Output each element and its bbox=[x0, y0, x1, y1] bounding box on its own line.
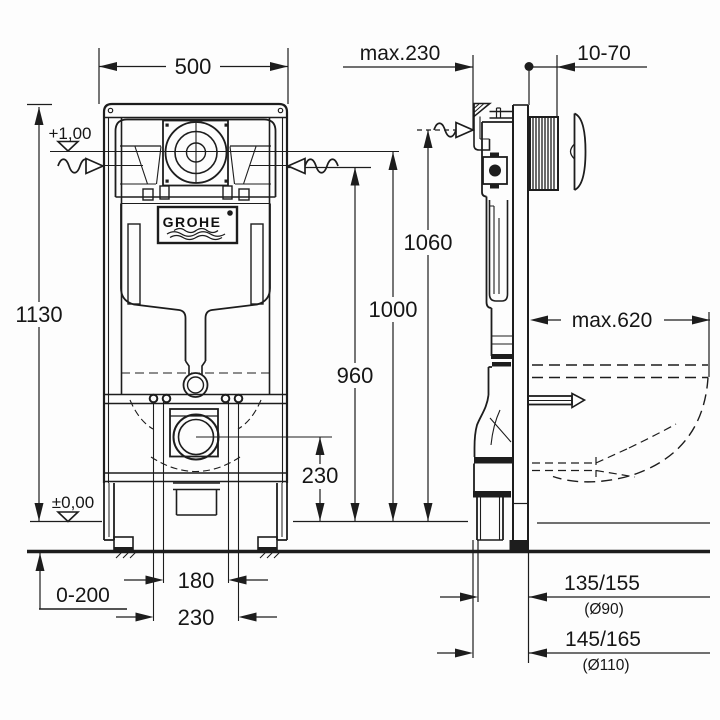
dimensions-side: max.230 10-70 max.620 135/155 (Ø90) 145/… bbox=[343, 42, 710, 674]
dashed-toilet-bowl bbox=[532, 364, 709, 483]
level-symbol-top bbox=[55, 140, 81, 153]
fixing-bolt bbox=[233, 393, 244, 404]
dim-fixing-outer: 230 bbox=[178, 605, 215, 630]
water-supply-arrows bbox=[57, 157, 339, 175]
dim-fixing-inner: 180 bbox=[178, 568, 215, 593]
supply-arrow-icon bbox=[285, 157, 306, 175]
bolt-extension-lines bbox=[152, 402, 240, 621]
dim-plate-distance: 10-70 bbox=[577, 42, 631, 65]
frame-crossbar bbox=[104, 393, 287, 405]
supply-arrow-icon bbox=[85, 157, 106, 175]
frame-screw-left bbox=[107, 107, 114, 114]
outlet-sleeve bbox=[173, 482, 220, 516]
fixing-bolt bbox=[148, 393, 159, 404]
outlet-pipe bbox=[476, 497, 504, 540]
tank-slot-right bbox=[250, 223, 264, 305]
logo-wave-icon bbox=[173, 227, 219, 234]
frame-leg-left bbox=[103, 483, 115, 541]
actuator-plate bbox=[573, 112, 587, 191]
tank-outline bbox=[114, 118, 277, 197]
dim-top-height: 1060 bbox=[404, 230, 453, 255]
dim-width: 500 bbox=[175, 54, 212, 79]
flush-opening-ribs bbox=[532, 117, 555, 190]
supply-arrow-icon bbox=[455, 121, 476, 139]
tank-body-right bbox=[204, 203, 271, 361]
upper-level-label: +1,00 bbox=[48, 124, 91, 143]
outlet-bend bbox=[473, 366, 492, 457]
seal-ring bbox=[474, 457, 513, 464]
supply-squiggle-icon bbox=[433, 122, 457, 138]
cistern-profile bbox=[481, 121, 513, 356]
dim-outlet-height: 230 bbox=[302, 463, 339, 488]
ground-hatch bbox=[115, 551, 281, 559]
bowl-hint-dashes bbox=[129, 399, 262, 472]
dimensions-front: 500 1130 0-200 960 1000 1060 230 bbox=[11, 48, 457, 630]
dim-level-height: 1000 bbox=[369, 297, 418, 322]
registered-mark-icon bbox=[227, 210, 233, 216]
frame-screw-right bbox=[277, 107, 284, 114]
grohe-logo: GROHE bbox=[156, 205, 239, 245]
wall-bracket bbox=[473, 103, 491, 151]
dim-outlet-110: 145/165 bbox=[565, 628, 641, 651]
logo-box bbox=[156, 205, 239, 245]
frame-leg-right bbox=[276, 483, 288, 541]
floor-lines bbox=[27, 520, 710, 554]
dim-supply-height: 960 bbox=[337, 363, 374, 388]
flush-pipe bbox=[184, 360, 207, 375]
flush-opening-box bbox=[529, 116, 559, 191]
rail-foot bbox=[509, 540, 529, 551]
seal-ring bbox=[492, 362, 511, 367]
wall-rail bbox=[512, 105, 529, 551]
level-marks: +1,00 ±0,00 bbox=[48, 124, 399, 523]
flush-valve-internals bbox=[488, 200, 509, 302]
supply-squiggle-icon bbox=[304, 158, 339, 174]
side-view bbox=[473, 102, 587, 551]
floor-level-label: ±0,00 bbox=[52, 493, 94, 512]
seal-ring bbox=[473, 491, 511, 498]
frame-outline bbox=[102, 102, 289, 483]
front-view-cistern bbox=[103, 118, 288, 398]
bowl-siphon bbox=[532, 423, 677, 478]
bowl-outline bbox=[552, 377, 709, 483]
dim-outlet-110-dia: (Ø110) bbox=[582, 657, 629, 674]
dim-outlet-90-dia: (Ø90) bbox=[584, 601, 624, 618]
tank-slot-left bbox=[127, 223, 141, 305]
tank-body-left bbox=[120, 203, 187, 361]
dim-outlet-90: 135/155 bbox=[564, 572, 640, 595]
fixing-bolt bbox=[161, 393, 172, 404]
seal-ring bbox=[491, 354, 512, 359]
fixing-bolt bbox=[220, 393, 231, 404]
front-view-outlet bbox=[129, 393, 332, 621]
datum-dot-icon bbox=[524, 62, 534, 71]
dim-leg-range: 0-200 bbox=[56, 584, 110, 607]
dim-max-depth: max.230 bbox=[360, 42, 441, 65]
level-symbol-floor bbox=[55, 511, 81, 523]
frame-bottom-member bbox=[104, 472, 287, 483]
inlet-unit-plate bbox=[162, 119, 229, 187]
grohe-logo-text: GROHE bbox=[163, 214, 222, 230]
dim-bowl-projection: max.620 bbox=[572, 309, 653, 332]
dim-height: 1130 bbox=[15, 302, 62, 327]
